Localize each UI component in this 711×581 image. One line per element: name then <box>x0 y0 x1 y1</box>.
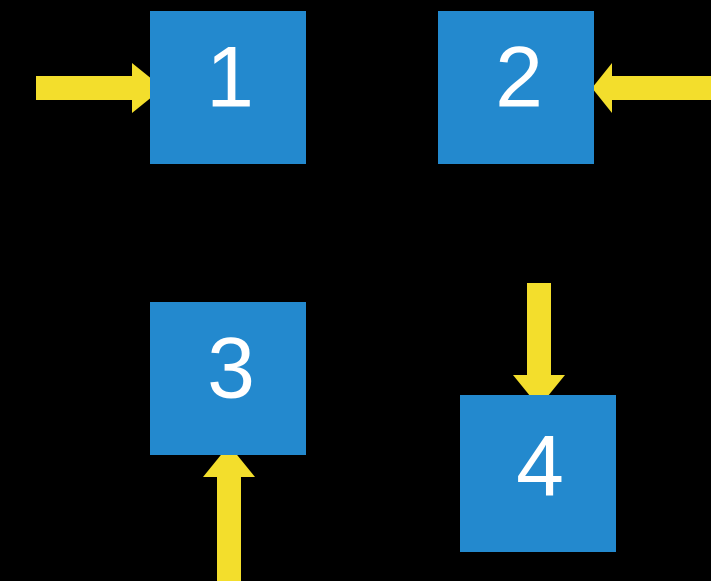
node-2-label: 2 <box>495 30 543 126</box>
node-layer: 1 2 3 4 <box>150 11 616 552</box>
arrow-into-node-3-shape <box>203 445 255 581</box>
node-1[interactable]: 1 <box>150 11 306 164</box>
node-3-label: 3 <box>207 321 255 417</box>
arrow-into-node-3 <box>203 445 255 581</box>
node-1-label: 1 <box>206 30 254 126</box>
node-4-label: 4 <box>516 419 564 515</box>
node-4-box[interactable] <box>460 395 616 552</box>
arrow-into-node-2-shape <box>592 63 711 113</box>
arrow-into-node-1-shape <box>36 63 163 113</box>
node-4[interactable]: 4 <box>460 395 616 552</box>
arrow-into-node-4-shape <box>513 283 565 407</box>
node-2[interactable]: 2 <box>438 11 594 164</box>
arrow-into-node-2 <box>592 63 711 113</box>
node-1-box[interactable] <box>150 11 306 164</box>
node-2-box[interactable] <box>438 11 594 164</box>
arrow-into-node-4 <box>513 283 565 407</box>
node-3-box[interactable] <box>150 302 306 455</box>
arrow-layer <box>36 63 711 581</box>
node-3[interactable]: 3 <box>150 302 306 455</box>
arrow-into-node-1 <box>36 63 163 113</box>
